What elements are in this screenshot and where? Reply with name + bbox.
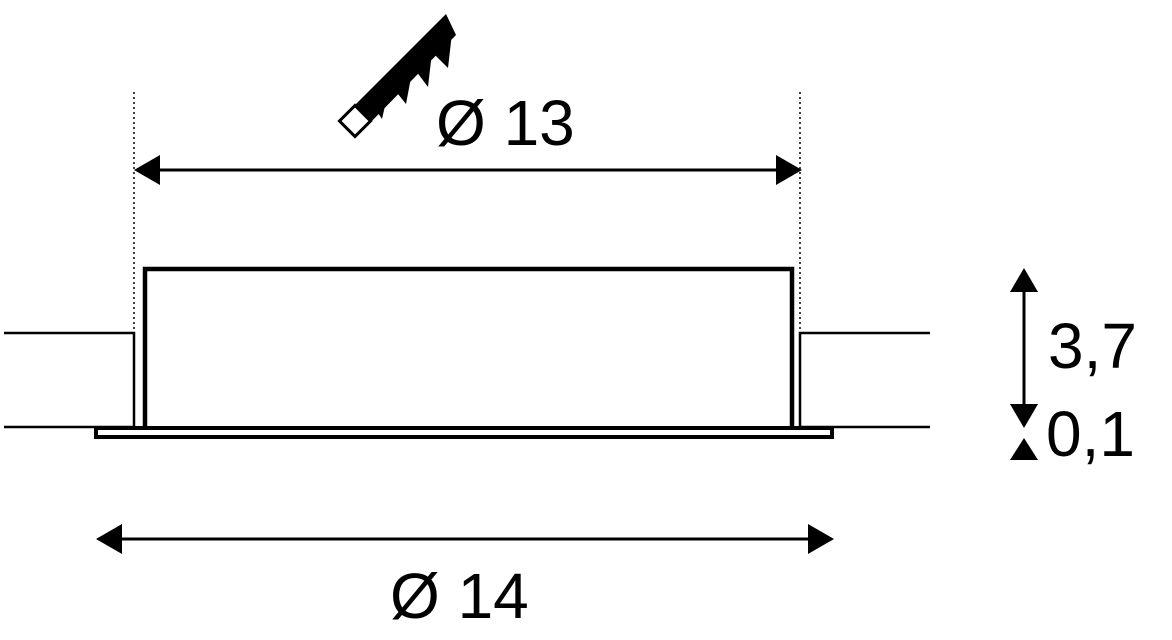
flange-dimension-arrows [1010, 438, 1038, 460]
ceiling-left [4, 331, 136, 429]
ceiling-right [798, 331, 930, 429]
jigsaw-blade-icon [337, 14, 456, 139]
depth-dimension-line [1010, 268, 1038, 428]
cutout-extension-lines [133, 92, 801, 333]
recess-depth-label: 3,7 [1048, 310, 1137, 382]
fixture-flange [94, 426, 834, 439]
cutout-diameter-label: Ø 13 [436, 87, 575, 159]
outer-diameter-label: Ø 14 [390, 560, 529, 632]
cutout-dimension-line [134, 155, 802, 185]
outer-dimension-line [96, 524, 834, 554]
fixture-housing [142, 266, 795, 427]
flange-height-label: 0,1 [1046, 398, 1135, 470]
